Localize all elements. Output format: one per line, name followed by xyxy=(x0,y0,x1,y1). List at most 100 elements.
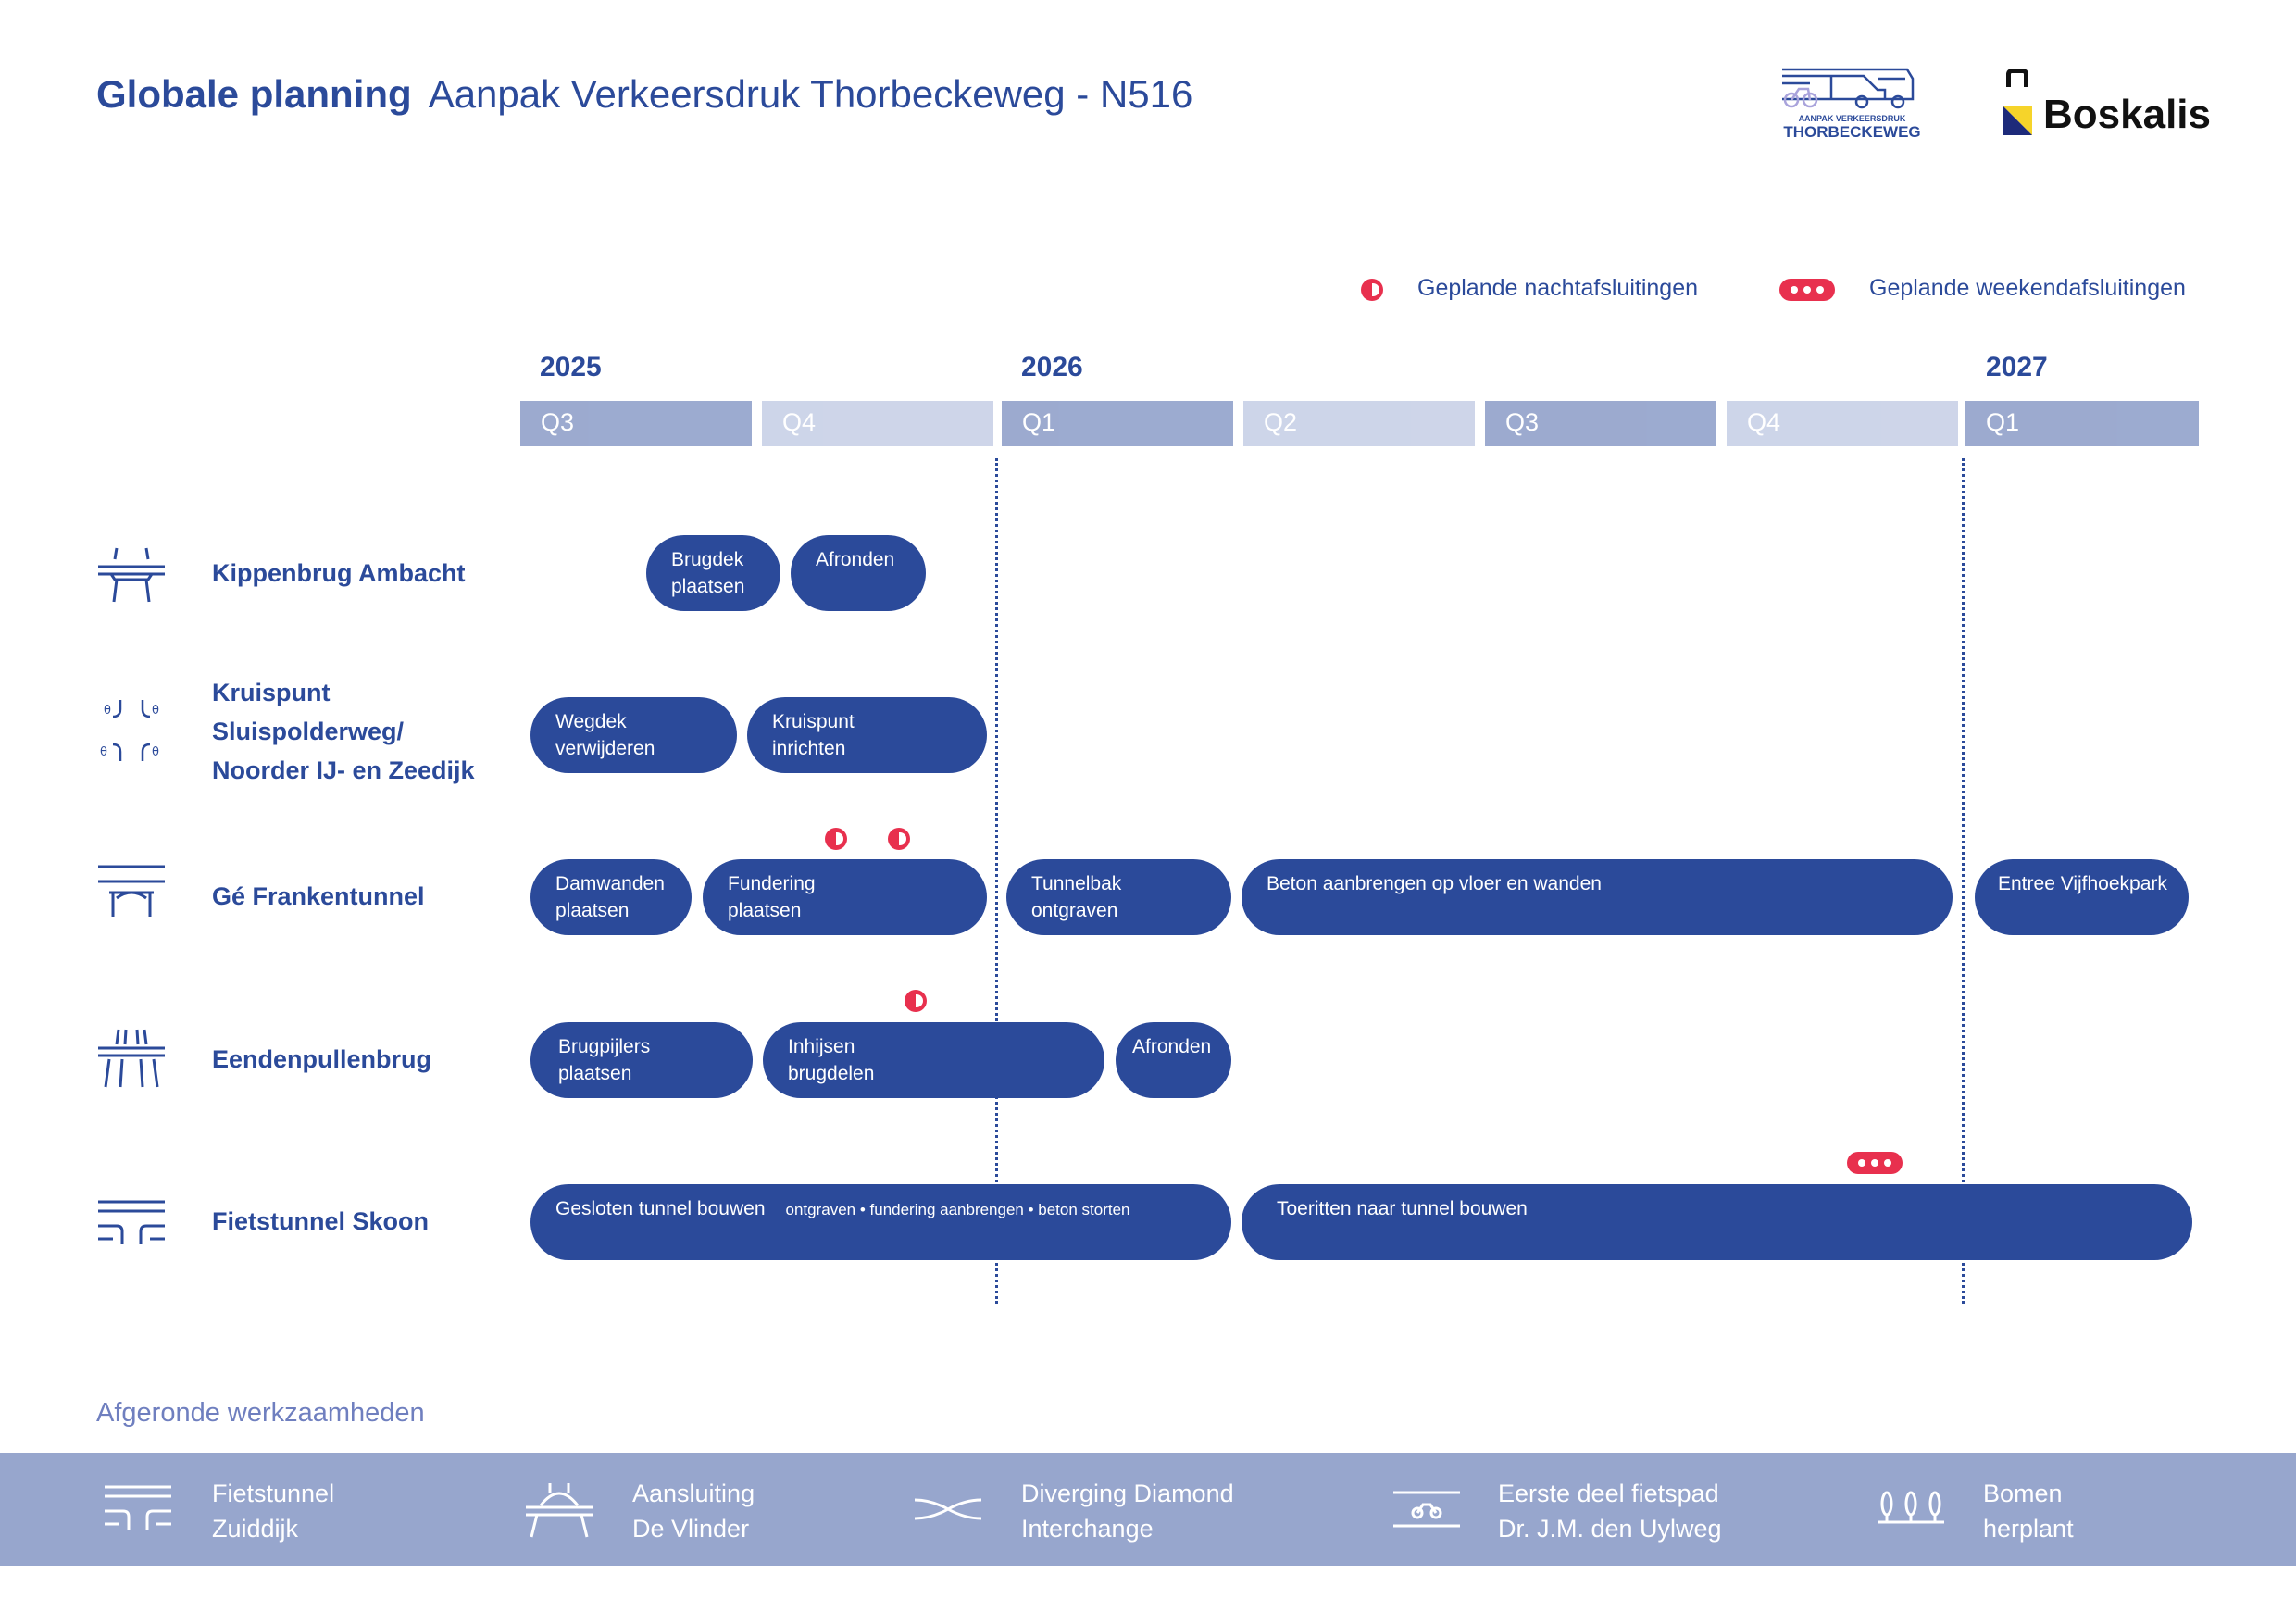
item-line: Fietstunnel xyxy=(212,1480,335,1507)
bike-tunnel-icon xyxy=(98,1200,165,1244)
task-line: plaatsen xyxy=(671,576,745,597)
task-subtasks: ontgraven • fundering aanbrengen • beton… xyxy=(785,1201,1130,1218)
svg-text:θ: θ xyxy=(104,704,111,718)
label-line: Kruispunt xyxy=(212,679,331,706)
night-closure-marker xyxy=(905,990,927,1012)
item-line: Eerste deel fietspad xyxy=(1498,1480,1719,1507)
task-line: Brugpijlers xyxy=(558,1036,651,1057)
logo-tagline: AANPAK VERKEERSDRUK xyxy=(1798,114,1906,123)
task-line: inrichten xyxy=(772,738,846,759)
task-line: Fundering xyxy=(728,873,816,894)
task-line: Tunnelbak xyxy=(1031,873,1122,894)
quarter-2025-q4: Q4 xyxy=(762,401,993,446)
weekend-closure-icon xyxy=(1779,279,1835,301)
legend-weekend: Geplande weekendafsluitingen xyxy=(1869,275,2186,301)
task-line: Inhijsen xyxy=(788,1036,855,1057)
weekend-closure-marker xyxy=(1847,1152,1903,1174)
quarter-2026-q2: Q2 xyxy=(1243,401,1475,446)
row-label-eendenpullenbrug: Eendenpullenbrug xyxy=(212,1045,432,1073)
completed-title: Afgeronde werkzaamheden xyxy=(96,1398,425,1428)
logo-name: THORBECKEWEG xyxy=(1783,123,1921,141)
crossing-icon: θ θ θ θ xyxy=(100,700,159,761)
quarter-2026-q1: Q1 xyxy=(1002,401,1233,446)
company-logo: Boskalis xyxy=(2003,67,2211,135)
bridge-icon xyxy=(98,547,165,603)
task-bar[interactable]: Inhijsen brugdelen xyxy=(763,1022,1104,1098)
quarter-2026-q3: Q3 xyxy=(1485,401,1716,446)
page-title: Globale planning Aanpak Verkeersdruk Thor… xyxy=(96,72,1192,117)
year-divider-2026 xyxy=(995,458,998,1304)
bike-tunnel-icon xyxy=(105,1485,171,1530)
item-line: Aansluiting xyxy=(632,1480,755,1507)
task-bar[interactable]: Fundering plaatsen xyxy=(703,859,987,935)
year-divider-2027 xyxy=(1962,458,1965,1304)
quarter-2027-q1: Q1 xyxy=(1965,401,2199,446)
task-bar[interactable]: Beton aanbrengen op vloer en wanden xyxy=(1242,859,1953,935)
quarter-2026-q4: Q4 xyxy=(1727,401,1958,446)
item-line: Interchange xyxy=(1021,1515,1154,1543)
task-line: ontgraven xyxy=(1031,900,1118,921)
task-line: Brugdek xyxy=(671,549,744,570)
year-2025: 2025 xyxy=(540,352,602,382)
task-line: verwijderen xyxy=(555,738,655,759)
legend-night: Geplande nachtafsluitingen xyxy=(1417,275,1699,301)
task-line: plaatsen xyxy=(555,900,630,921)
item-line: Diverging Diamond xyxy=(1021,1480,1234,1507)
task-bar[interactable]: Brugpijlers plaatsen xyxy=(530,1022,753,1098)
crown-flag-icon xyxy=(2003,67,2032,135)
task-line: Damwanden xyxy=(555,873,665,894)
item-line: herplant xyxy=(1983,1515,2074,1543)
task-bar[interactable]: Kruispunt inrichten xyxy=(747,697,987,773)
quarter-2025-q3: Q3 xyxy=(520,401,752,446)
row-label-fietstunnel-skoon: Fietstunnel Skoon xyxy=(212,1207,430,1235)
task-bar[interactable]: Toeritten naar tunnel bouwen xyxy=(1242,1184,2192,1260)
task-bar[interactable]: Afronden xyxy=(791,535,926,611)
task-bar[interactable]: Tunnelbak ontgraven xyxy=(1006,859,1231,935)
butterfly-bridge-icon xyxy=(526,1483,593,1538)
bike-path-icon xyxy=(1393,1491,1460,1528)
year-2027: 2027 xyxy=(1986,352,2048,382)
task-bar[interactable]: Brugdek plaatsen xyxy=(646,535,780,611)
label-line: Noorder IJ- en Zeedijk xyxy=(212,756,475,784)
task-bar[interactable]: Damwanden plaatsen xyxy=(530,859,692,935)
task-line: Kruispunt xyxy=(772,711,855,732)
task-bar[interactable]: Entree Vijfhoekpark xyxy=(1975,859,2189,935)
title-bold: Globale planning xyxy=(96,72,412,116)
task-line: brugdelen xyxy=(788,1063,875,1084)
project-logo: AANPAK VERKEERSDRUK THORBECKEWEG xyxy=(1780,65,1924,141)
task-line: Afronden xyxy=(816,549,895,570)
diverging-diamond-icon xyxy=(914,1498,982,1520)
night-closure-marker xyxy=(888,828,910,850)
svg-text:θ: θ xyxy=(100,745,107,759)
row-label-kippenbrug: Kippenbrug Ambacht xyxy=(212,559,466,587)
trees-icon xyxy=(1878,1491,1944,1524)
vehicles-icon xyxy=(1782,68,1915,109)
company-name: Boskalis xyxy=(2043,92,2211,137)
tunnel-icon xyxy=(98,865,165,917)
night-closure-icon xyxy=(1361,279,1383,301)
task-line: Entree Vijfhoekpark xyxy=(1998,873,2167,894)
label-line: Sluispolderweg/ xyxy=(212,718,405,745)
task-line: Wegdek xyxy=(555,711,627,732)
task-bar[interactable]: Wegdek verwijderen xyxy=(530,697,737,773)
item-line: Bomen xyxy=(1983,1480,2063,1507)
title-subtitle: Aanpak Verkeersdruk Thorbeckeweg - N516 xyxy=(428,72,1193,116)
task-line: Beton aanbrengen op vloer en wanden xyxy=(1267,873,1602,894)
task-line: Afronden xyxy=(1132,1036,1212,1057)
svg-text:θ: θ xyxy=(152,704,159,718)
task-line: plaatsen xyxy=(558,1063,632,1084)
task-line: Toeritten naar tunnel bouwen xyxy=(1277,1198,1528,1219)
task-line: plaatsen xyxy=(728,900,802,921)
bridge-pillars-icon xyxy=(98,1029,165,1088)
year-2026: 2026 xyxy=(1021,352,1083,382)
task-bar[interactable]: Afronden xyxy=(1116,1022,1231,1098)
item-line: De Vlinder xyxy=(632,1515,750,1543)
svg-text:θ: θ xyxy=(152,745,159,759)
row-label-frankentunnel: Gé Frankentunnel xyxy=(212,882,425,910)
completed-item: Bomen herplant xyxy=(1983,1476,2074,1546)
